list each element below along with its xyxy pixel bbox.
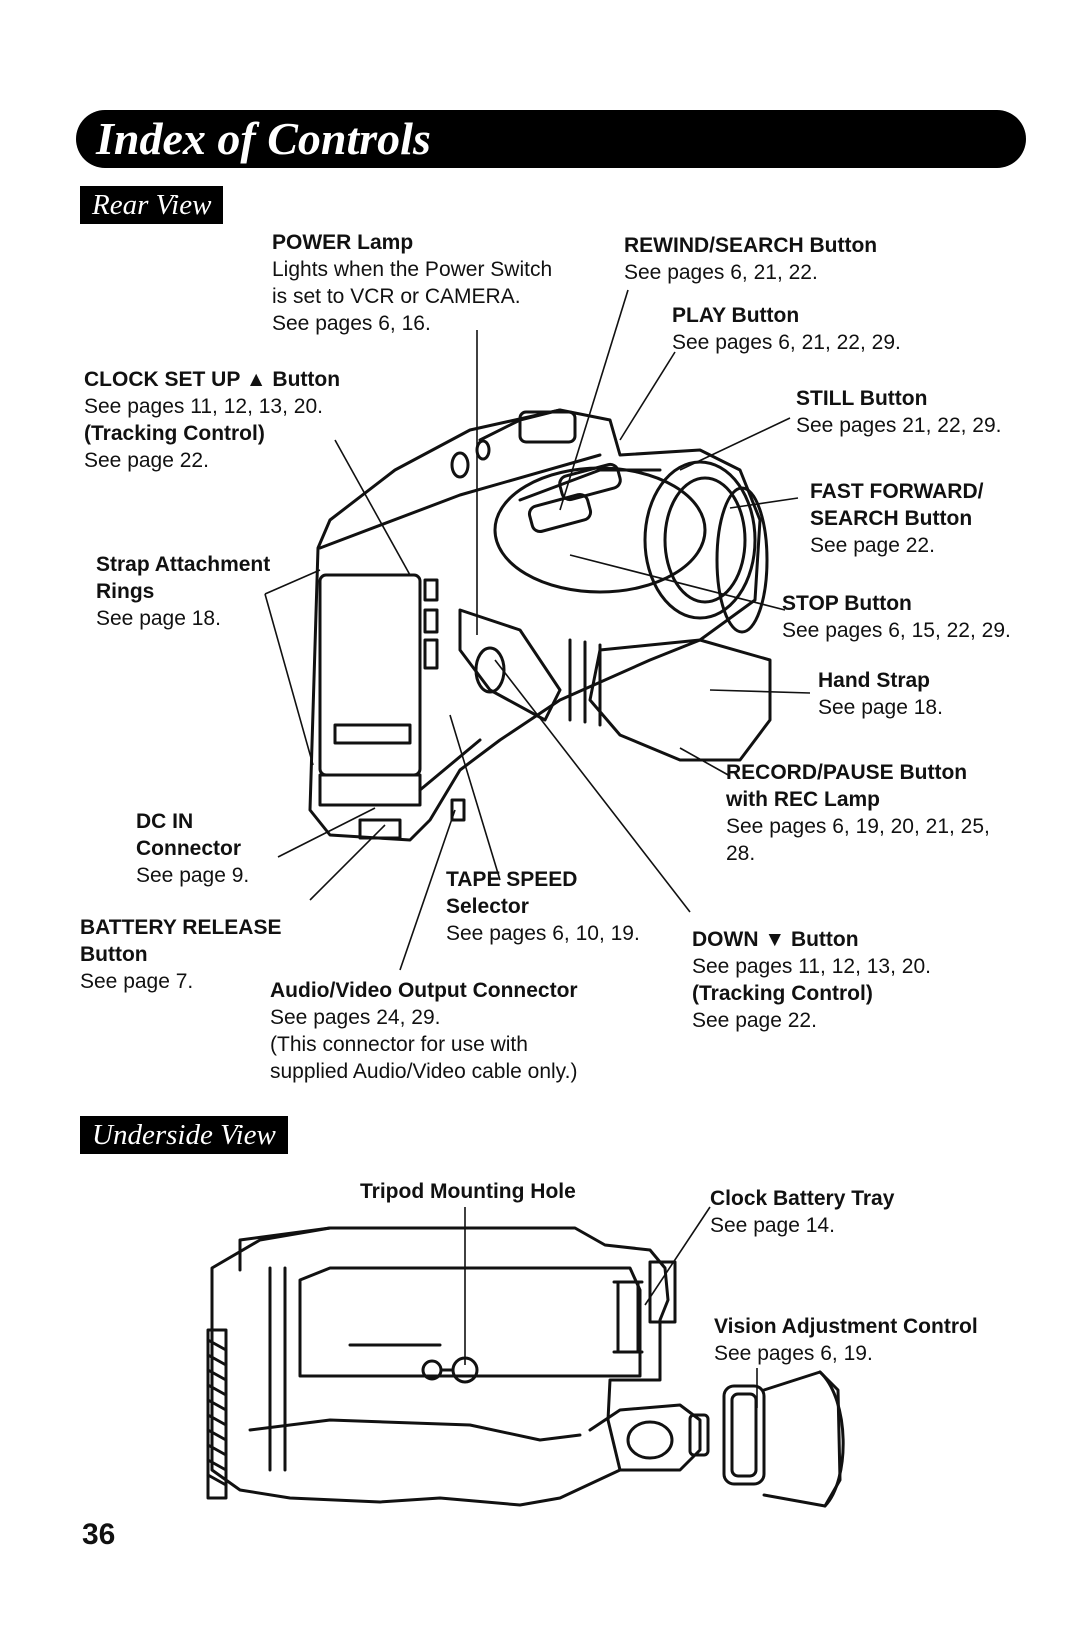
down-button-title: DOWN ▼ Button <box>692 928 859 951</box>
dc-in-title: DC IN <box>136 810 194 833</box>
dc-in-pages: See page 9. <box>136 864 250 887</box>
record-pause-pages-2: 28. <box>726 842 756 865</box>
power-lamp-desc-2: is set to VCR or CAMERA. <box>272 285 521 308</box>
play-button-pages: See pages 6, 21, 22, 29. <box>672 331 901 354</box>
av-output-note-1: (This connector for use with <box>270 1033 528 1056</box>
battery-release-pages: See page 7. <box>80 970 194 993</box>
fast-forward-label: FAST FORWARD/ SEARCH Button See page 22. <box>810 478 983 559</box>
clock-set-up-label: CLOCK SET UP ▲ Button See pages 11, 12, … <box>84 366 340 474</box>
down-button-label: DOWN ▼ Button See pages 11, 12, 13, 20. … <box>692 926 931 1034</box>
down-button-pages: See pages 11, 12, 13, 20. <box>692 955 931 978</box>
av-output-label: Audio/Video Output Connector See pages 2… <box>270 977 578 1085</box>
tape-speed-pages: See pages 6, 10, 19. <box>446 922 640 945</box>
tripod-hole-title: Tripod Mounting Hole <box>360 1180 576 1203</box>
tape-speed-title-cont: Selector <box>446 895 529 918</box>
power-lamp-desc-1: Lights when the Power Switch <box>272 258 553 281</box>
rewind-search-pages: See pages 6, 21, 22. <box>624 261 818 284</box>
rewind-search-label: REWIND/SEARCH Button See pages 6, 21, 22… <box>624 232 877 286</box>
record-pause-pages-1: See pages 6, 19, 20, 21, 25, <box>726 815 990 838</box>
play-button-title: PLAY Button <box>672 304 800 327</box>
hand-strap-pages: See page 18. <box>818 696 943 719</box>
clock-set-up-tracking: (Tracking Control) <box>84 422 265 445</box>
underside-view-heading: Underside View <box>80 1116 288 1154</box>
battery-release-label: BATTERY RELEASE Button See page 7. <box>80 914 281 995</box>
battery-release-title-cont: Button <box>80 943 148 966</box>
vision-adjust-label: Vision Adjustment Control See pages 6, 1… <box>714 1313 978 1367</box>
clock-battery-tray-title: Clock Battery Tray <box>710 1187 895 1210</box>
stop-button-title: STOP Button <box>782 592 912 615</box>
record-pause-label: RECORD/PAUSE Button with REC Lamp See pa… <box>726 759 990 867</box>
clock-set-up-pages: See pages 11, 12, 13, 20. <box>84 395 323 418</box>
tape-speed-title: TAPE SPEED <box>446 868 578 891</box>
dc-in-title-cont: Connector <box>136 837 241 860</box>
strap-rings-pages: See page 18. <box>96 607 221 630</box>
hand-strap-label: Hand Strap See page 18. <box>818 667 943 721</box>
record-pause-title-cont: with REC Lamp <box>726 788 881 811</box>
strap-rings-title: Strap Attachment <box>96 553 271 576</box>
tripod-hole-label: Tripod Mounting Hole <box>360 1178 576 1205</box>
page-number: 36 <box>82 1518 116 1551</box>
still-button-pages: See pages 21, 22, 29. <box>796 414 1002 437</box>
still-button-title: STILL Button <box>796 387 928 410</box>
stop-button-label: STOP Button See pages 6, 15, 22, 29. <box>782 590 1011 644</box>
vision-adjust-title: Vision Adjustment Control <box>714 1315 978 1338</box>
still-button-label: STILL Button See pages 21, 22, 29. <box>796 385 1002 439</box>
clock-battery-tray-pages: See page 14. <box>710 1214 835 1237</box>
power-lamp-pages: See pages 6, 16. <box>272 312 431 335</box>
dc-in-label: DC IN Connector See page 9. <box>136 808 249 889</box>
clock-set-up-title: CLOCK SET UP ▲ Button <box>84 368 341 391</box>
vision-adjust-pages: See pages 6, 19. <box>714 1342 873 1365</box>
strap-rings-label: Strap Attachment Rings See page 18. <box>96 551 270 632</box>
fast-forward-title: FAST FORWARD/ <box>810 480 984 503</box>
record-pause-title: RECORD/PAUSE Button <box>726 761 968 784</box>
power-lamp-label: POWER Lamp Lights when the Power Switch … <box>272 229 552 337</box>
down-button-tracking-pages: See page 22. <box>692 1009 817 1032</box>
rear-view-heading: Rear View <box>80 186 224 224</box>
battery-release-title: BATTERY RELEASE <box>80 916 282 939</box>
fast-forward-title-cont: SEARCH Button <box>810 507 973 530</box>
strap-rings-title-cont: Rings <box>96 580 155 603</box>
title-bar <box>76 110 1026 168</box>
fast-forward-pages: See page 22. <box>810 534 935 557</box>
page-title: Index of Controls <box>96 113 431 164</box>
rewind-search-title: REWIND/SEARCH Button <box>624 234 878 257</box>
clock-battery-tray-label: Clock Battery Tray See page 14. <box>710 1185 894 1239</box>
av-output-title: Audio/Video Output Connector <box>270 979 578 1002</box>
clock-set-up-tracking-pages: See page 22. <box>84 449 209 472</box>
play-button-label: PLAY Button See pages 6, 21, 22, 29. <box>672 302 901 356</box>
av-output-note-2: supplied Audio/Video cable only.) <box>270 1060 578 1083</box>
power-lamp-title: POWER Lamp <box>272 231 414 254</box>
down-button-tracking: (Tracking Control) <box>692 982 873 1005</box>
hand-strap-title: Hand Strap <box>818 669 931 692</box>
av-output-pages: See pages 24, 29. <box>270 1006 441 1029</box>
stop-button-pages: See pages 6, 15, 22, 29. <box>782 619 1011 642</box>
tape-speed-label: TAPE SPEED Selector See pages 6, 10, 19. <box>446 866 640 947</box>
